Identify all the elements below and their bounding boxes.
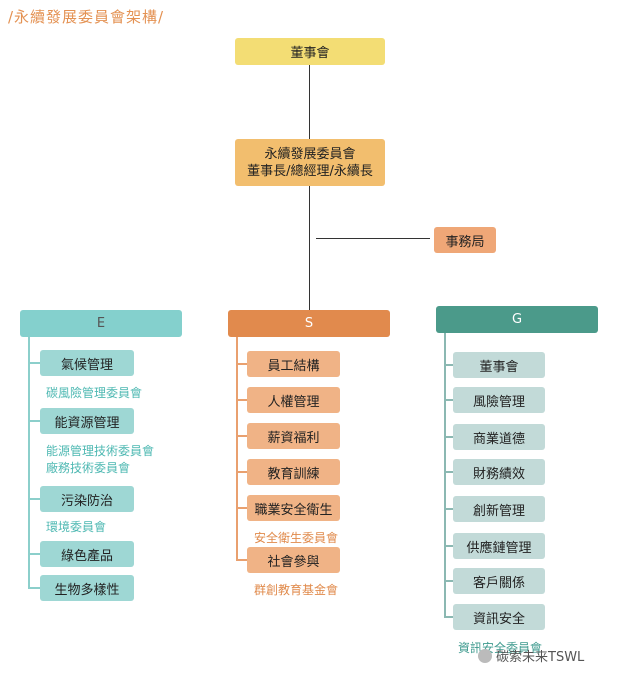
e-spine-line [28,337,30,589]
s-tick [238,559,247,561]
e-item-energy: 能資源管理 [40,408,134,434]
g-item-risk: 風險管理 [453,387,545,413]
committee-members: 董事長/總經理/永續長 [247,163,373,179]
diagram-title: /永續發展委員會架構/ [8,8,165,26]
committee-box: 永續發展委員會 董事長/總經理/永續長 [235,139,385,186]
g-item-supply-chain: 供應鏈管理 [453,533,545,559]
board-box: 董事會 [235,38,385,65]
wechat-icon [478,648,492,663]
g-spine-line [444,333,446,618]
e-sub-energy-tech: 能源管理技術委員會 [46,444,155,458]
e-tick [30,362,40,364]
e-item-climate: 氣候管理 [40,350,134,376]
e-item-pollution: 污染防治 [40,486,134,512]
s-item-workforce: 員工結構 [247,351,340,377]
g-header: G [436,306,598,333]
e-item-green-product: 綠色產品 [40,541,134,567]
e-sub-facility-tech: 廠務技術委員會 [46,461,131,475]
s-header: S [228,310,390,337]
s-spine-line [236,337,238,561]
s-sub-safety-committee: 安全衛生委員會 [254,531,339,545]
s-item-compensation: 薪資福利 [247,423,340,449]
s-sub-foundation: 群創教育基金會 [254,583,339,597]
g-item-innovation: 創新管理 [453,496,545,522]
e-tick [30,420,40,422]
e-header: E [20,310,182,337]
g-item-board: 董事會 [453,352,545,378]
s-tick [238,435,247,437]
g-item-finance: 財務績效 [453,459,545,485]
s-tick [238,507,247,509]
g-item-infosec: 資訊安全 [453,604,545,630]
e-tick [30,587,40,589]
g-item-ethics: 商業道德 [453,424,545,450]
watermark: 碳索未来TSWL [478,646,584,665]
g-tick [446,580,453,582]
s-tick [238,399,247,401]
g-tick [446,616,453,618]
g-tick [446,508,453,510]
e-sub-carbon-risk: 碳風險管理委員會 [46,386,143,400]
office-box: 事務局 [434,227,496,253]
s-tick [238,471,247,473]
g-tick [446,399,453,401]
g-tick [446,545,453,547]
s-item-community: 社會參與 [247,547,340,573]
e-tick [30,553,40,555]
s-tick [238,363,247,365]
s-item-training: 教育訓練 [247,459,340,485]
e-tick [30,498,40,500]
e-sub-environment: 環境委員會 [46,520,107,534]
s-item-human-rights: 人權管理 [247,387,340,413]
s-item-ohs: 職業安全衛生 [247,495,340,521]
e-item-biodiversity: 生物多樣性 [40,575,134,601]
g-tick [446,364,453,366]
connector-board-committee [309,65,310,139]
g-item-customer: 客戶關係 [453,568,545,594]
committee-name: 永續發展委員會 [264,146,356,162]
connector-committee-s [309,186,310,310]
connector-office [316,238,430,239]
watermark-text: 碳索未来TSWL [496,650,585,665]
g-tick [446,471,453,473]
g-tick [446,436,453,438]
